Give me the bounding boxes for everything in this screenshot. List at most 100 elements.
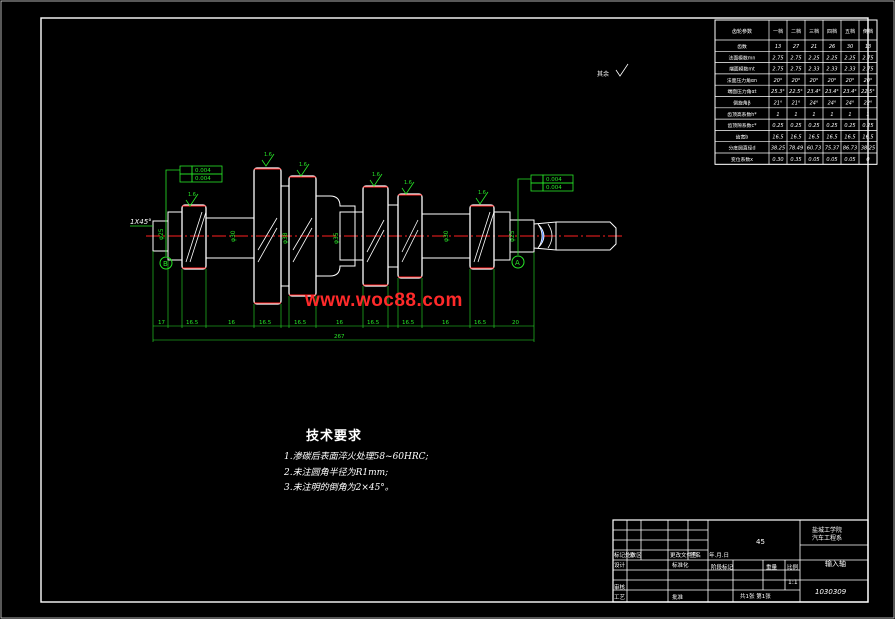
chamfer-label: 1X45° xyxy=(130,218,152,226)
roughness-note: 其余 xyxy=(597,70,609,78)
tb-sheet-info: 共1张 第1张 xyxy=(740,592,771,600)
gear-table-param: 齿顶隙系数c* xyxy=(727,122,757,129)
gear-table-cell: 23.4° xyxy=(843,89,857,95)
gear-table-param: 倒旋角β xyxy=(733,100,750,107)
diameter-label: φ35 xyxy=(333,232,340,244)
tb-design: 设计 xyxy=(614,561,626,569)
tech-requirement-item: 1.渗碳后表面淬火处理58~60HRC; xyxy=(284,452,429,462)
tb-stage-mark: 阶段标记 xyxy=(711,563,734,571)
title-block-text: 标记处数 分 区 更改文件号 签名 年.月.日 设计 标准化 阶段标记 重量 比… xyxy=(614,526,847,601)
gear-table-param: 分度圆直径d xyxy=(728,145,755,152)
gear-table-cell: 78.49 xyxy=(789,146,803,152)
tb-school: 盐城工学院汽车工程系 xyxy=(812,526,842,542)
gear-table-cell: 24° xyxy=(810,101,819,107)
gear-table-param: 端面模数mt xyxy=(729,66,755,73)
tb-mark: 标记处数 xyxy=(614,551,637,559)
gear-table-cell: 2.75 xyxy=(772,67,783,73)
tb-part-name: 输入轴 xyxy=(825,559,846,568)
gear-table-cell: 16.5 xyxy=(826,134,837,140)
gear-table-cell: 0.25 xyxy=(772,123,783,129)
gtol-left-value: 0.004 xyxy=(195,176,211,182)
gear-table-cell: 22.5° xyxy=(789,89,803,95)
gear-table-cell: 20° xyxy=(864,78,873,84)
gear-table-cell: 24° xyxy=(828,101,837,107)
tb-process: 工艺 xyxy=(614,594,626,601)
gtol-right-value: 0.004 xyxy=(546,177,562,183)
gear-table-cell: 86.73 xyxy=(843,146,857,152)
gear-table-cell: 2.25 xyxy=(826,55,837,61)
gear-table-cell: 2.75 xyxy=(790,55,801,61)
segment-dim: 16 xyxy=(336,320,343,326)
tb-change-doc: 更改文件号 xyxy=(670,551,698,559)
tb-sign: 签名 xyxy=(690,551,701,559)
gear-table-cell: 13 xyxy=(865,44,871,50)
gear-table-cell: 2.25 xyxy=(844,55,855,61)
tech-requirement-item: 3.未注明的倒角为2×45°。 xyxy=(284,483,394,493)
gear-table-cell: 0 xyxy=(866,157,869,163)
shaft-drawing: φ25 φ30 φ38 φ35 φ30 φ25 1X45° B A xyxy=(130,152,622,342)
tb-standard: 标准化 xyxy=(672,561,689,569)
gear-table-param: 齿顶高系数h* xyxy=(727,111,757,118)
gear-table-cell: 24° xyxy=(846,101,855,107)
gear-table-cell: 25.3° xyxy=(771,89,785,95)
gear-table-cell: 1 xyxy=(794,112,797,118)
segment-dim: 16.5 xyxy=(294,320,307,326)
gear-table-cell: 0.25 xyxy=(790,123,801,129)
gear-table-header: 齿轮参数 xyxy=(732,28,752,35)
tech-requirement-item: 2.未注圆角半径为R1mm; xyxy=(284,468,389,478)
gear-table-cell: 23.4° xyxy=(807,89,821,95)
segment-dim: 17 xyxy=(158,320,165,326)
gear-table-cell: 2.75 xyxy=(862,67,873,73)
diameter-label: φ30 xyxy=(230,230,237,242)
gear-table-cell: 0.35 xyxy=(790,157,801,163)
segment-dim: 16.5 xyxy=(259,320,272,326)
roughness-value: 1.6 xyxy=(404,180,412,186)
gear-table-header: 二档 xyxy=(791,28,801,35)
segment-dim: 16.5 xyxy=(367,320,380,326)
gear-table-cell: 1 xyxy=(830,112,833,118)
gear-table-cell: 38.25 xyxy=(861,146,875,152)
gear-table-param: 齿数 xyxy=(737,43,747,50)
gear-table-cell: 16.5 xyxy=(862,134,873,140)
gear-table-param: 齿宽b xyxy=(736,133,749,140)
tb-weight: 重量 xyxy=(766,563,778,571)
gear-table-param: 变位系数x xyxy=(731,156,753,163)
gear-table-header: 四档 xyxy=(827,28,837,35)
gear-table-cell: 21° xyxy=(774,101,783,107)
tb-zone: 分 区 xyxy=(629,551,642,559)
gear-table-cell: 26 xyxy=(829,44,835,50)
inner-border xyxy=(40,17,869,603)
segment-dim: 16 xyxy=(228,320,235,326)
gear-table-cell: 23.4° xyxy=(825,89,839,95)
gear-table-cell: 1 xyxy=(866,112,869,118)
segment-dim: 20 xyxy=(512,320,519,326)
gear-table-cell: 13 xyxy=(775,44,781,50)
gear-table-cell: 60.73 xyxy=(807,146,821,152)
gear-table-cell: 16.5 xyxy=(844,134,855,140)
gear-table-cell: 0.30 xyxy=(772,157,783,163)
gear-table-cell: 21° xyxy=(792,101,801,107)
roughness-value: 1.6 xyxy=(264,152,272,158)
gear-table-cell: 16.5 xyxy=(790,134,801,140)
tb-scale-qty: 45 xyxy=(756,538,765,546)
gear-table-cell: 1 xyxy=(848,112,851,118)
gear-table-cell: 0.05 xyxy=(826,157,837,163)
gear-table-cell: 16.5 xyxy=(808,134,819,140)
gear-table-cell: 75.37 xyxy=(825,146,840,152)
gear-table-cell: 30 xyxy=(847,44,853,50)
title-block xyxy=(612,519,869,603)
gear-table-cell: 1 xyxy=(812,112,815,118)
gear-table-cell: 0.25 xyxy=(826,123,837,129)
gear-table-cell: 2.75 xyxy=(772,55,783,61)
total-length-dim: 267 xyxy=(334,334,345,340)
gtol-left-value: 0.004 xyxy=(195,168,211,174)
roughness-value: 1.6 xyxy=(372,172,380,178)
gear-table-cell: 0.05 xyxy=(808,157,819,163)
gear-table-param: 法面模数mn xyxy=(729,54,756,61)
tech-requirements-title: 技术要求 xyxy=(306,429,363,444)
roughness-value: 1.6 xyxy=(188,192,196,198)
tb-ratio: 比例 xyxy=(787,563,799,571)
watermark: www.woc88.com xyxy=(305,290,463,311)
